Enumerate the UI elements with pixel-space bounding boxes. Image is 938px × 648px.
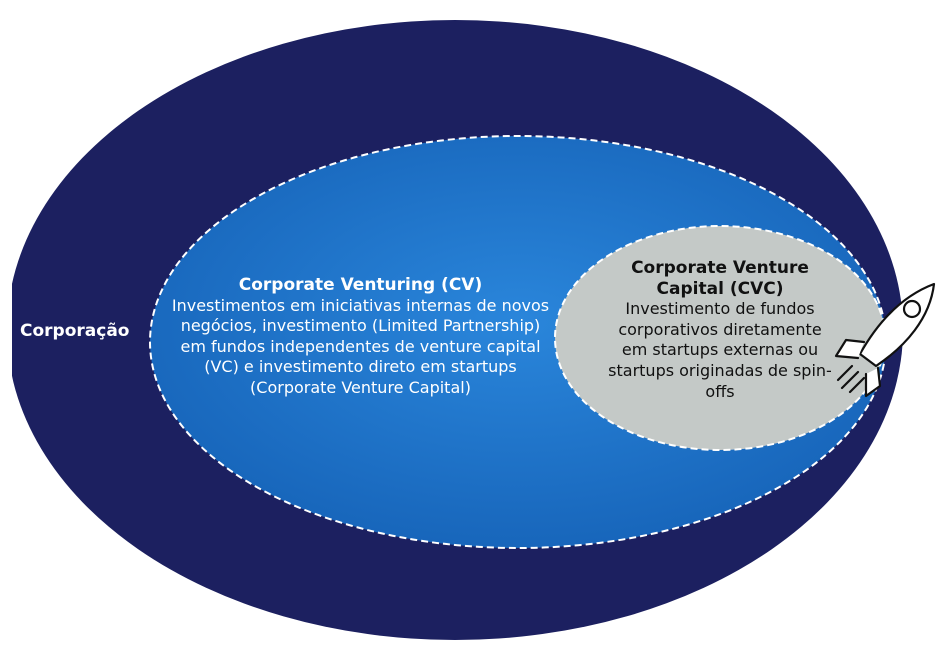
corporate-venturing-description: Investimentos em iniciativas internas de… — [171, 295, 550, 397]
cvc-description: Investimento de fundos corporativos dire… — [608, 299, 832, 401]
corporate-venturing-title: Corporate Venturing (CV) — [238, 275, 483, 295]
rocket-icon — [834, 282, 936, 398]
cvc-title: Corporate Venture Capital (CVC) — [631, 258, 809, 299]
corporation-label: Corporação — [20, 321, 130, 341]
corporate-venturing-text: Corporate Venturing (CV) Investimentos e… — [168, 275, 553, 399]
left-edge-mask — [0, 0, 12, 648]
cvc-text: Corporate Venture Capital (CVC) Investim… — [572, 258, 868, 402]
